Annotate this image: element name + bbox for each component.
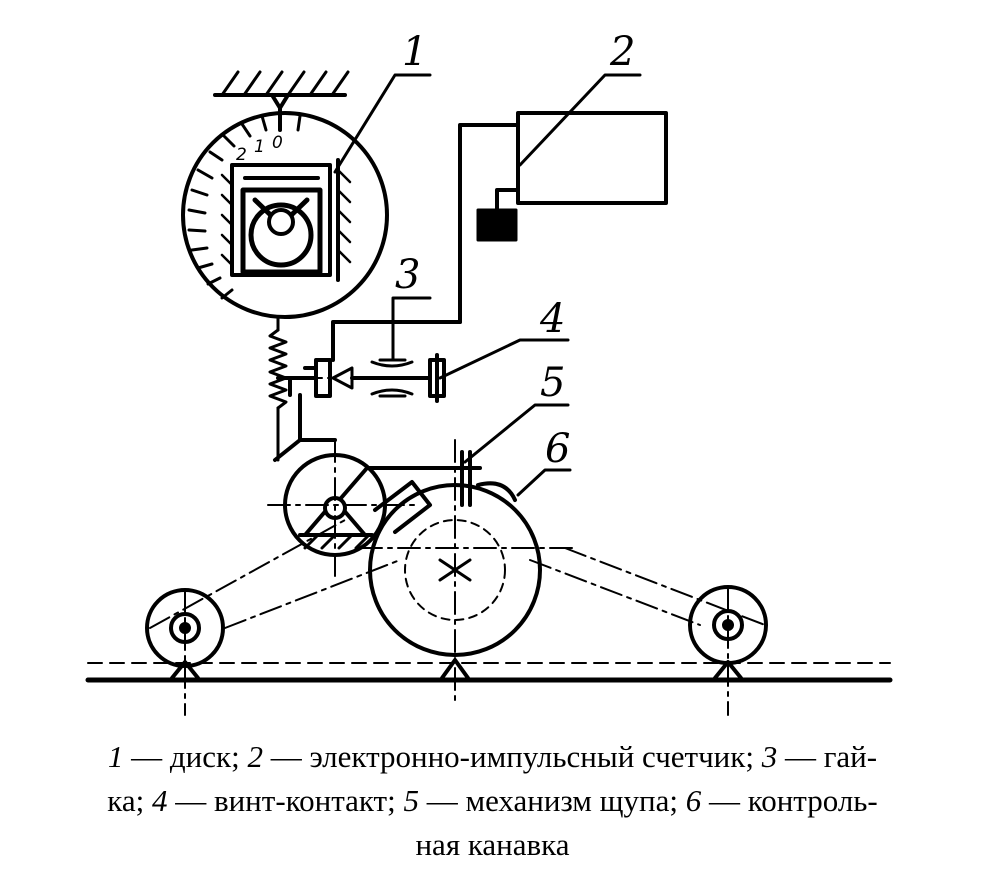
spring xyxy=(268,315,288,462)
lever-rod xyxy=(273,393,337,462)
callout-2: 2 xyxy=(609,29,635,75)
caption-text-6b: ная канавка xyxy=(415,827,570,862)
dial-number-mid: 1 xyxy=(254,137,265,157)
callout-3: 3 xyxy=(395,252,420,298)
caption-num-1: 1 xyxy=(107,739,124,774)
caption-num-3: 3 xyxy=(761,739,778,774)
figure-caption: 1 — диск; 2 — электронно-импульсный счет… xyxy=(20,735,965,867)
callout-5: 5 xyxy=(540,360,565,406)
top-support xyxy=(213,70,350,132)
dial-number-right: 0 xyxy=(272,133,283,153)
caption-num-2: 2 xyxy=(247,739,263,774)
mechanism-diagram: 2 1 0 1 2 3 4 5 6 xyxy=(85,29,893,716)
caption-line-1: 1 — диск; 2 — электронно-импульсный счет… xyxy=(20,735,965,779)
caption-num-4: 4 xyxy=(151,783,168,818)
leader-lines xyxy=(333,73,642,497)
caption-text-3b: ка; xyxy=(107,783,145,818)
caption-line-3: ная канавка xyxy=(20,823,965,867)
callout-1: 1 xyxy=(402,29,427,75)
electronic-counter xyxy=(476,111,668,242)
caption-num-6: 6 xyxy=(685,783,702,818)
caption-text-6: — контроль- xyxy=(708,783,878,818)
base-line xyxy=(85,662,893,683)
caption-text-3: — гай- xyxy=(784,739,878,774)
caption-text-2: — электронно-импульсный счетчик; xyxy=(270,739,754,774)
counter-wire xyxy=(331,123,520,362)
dial-number-left: 2 xyxy=(236,145,247,165)
callout-4: 4 xyxy=(539,296,565,342)
caption-line-2: ка; 4 — винт-контакт; 5 — механизм щупа;… xyxy=(20,779,965,823)
caption-text-5: — механизм щупа; xyxy=(426,783,678,818)
disk xyxy=(181,111,389,319)
caption-text-4: — винт-контакт; xyxy=(175,783,396,818)
caption-num-5: 5 xyxy=(403,783,419,818)
callout-6: 6 xyxy=(545,426,570,472)
center-lines xyxy=(149,377,766,716)
probe-mechanism xyxy=(283,450,482,557)
caption-text-1: — диск; xyxy=(131,739,240,774)
